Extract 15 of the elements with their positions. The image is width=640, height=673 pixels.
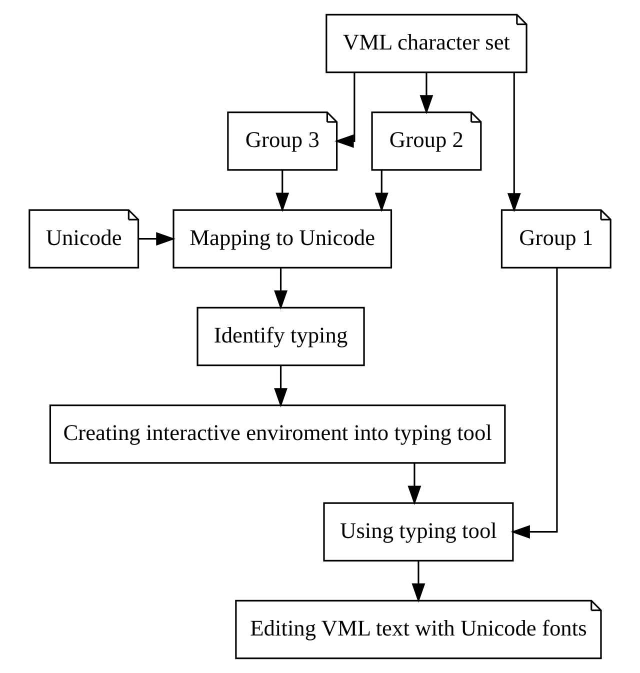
arrow	[420, 72, 434, 114]
arrow	[274, 366, 288, 408]
node-box: Using typing tool	[323, 502, 514, 562]
arrow	[510, 268, 558, 539]
arrow	[408, 463, 422, 505]
node-box: Identify typing	[196, 306, 365, 366]
node-box: Mapping to Unicode	[172, 209, 392, 268]
arrow	[138, 232, 176, 246]
node-box: Creating interactive enviroment into typing tool	[49, 404, 506, 464]
arrow	[334, 72, 356, 148]
arrow	[276, 170, 290, 212]
arrow	[412, 561, 426, 603]
arrow	[374, 170, 388, 212]
arrow	[274, 268, 288, 310]
arrow	[507, 72, 521, 212]
